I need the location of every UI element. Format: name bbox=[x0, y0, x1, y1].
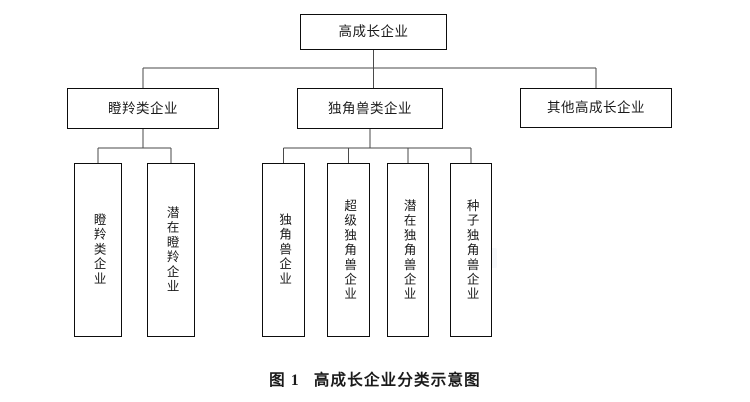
node-label: 种子独角兽企业 bbox=[464, 198, 479, 302]
node-label: 瞪羚类企业 bbox=[108, 100, 178, 116]
node-gazelle-category: 瞪羚类企业 bbox=[67, 88, 219, 129]
node-label: 超级独角兽企业 bbox=[342, 198, 357, 302]
figure-caption-number: 图 1 bbox=[269, 372, 300, 389]
node-label: 高成长企业 bbox=[338, 24, 409, 40]
node-label: 潜在瞪羚企业 bbox=[164, 205, 179, 295]
node-label: 其他高成长企业 bbox=[547, 100, 645, 116]
node-label: 潜在独角兽企业 bbox=[401, 198, 416, 302]
node-label: 瞪羚类企业 bbox=[91, 213, 106, 287]
node-potential-gazelle-enterprise: 潜在瞪羚企业 bbox=[147, 163, 195, 337]
node-label: 独角兽企业 bbox=[277, 213, 292, 287]
node-seed-unicorn-enterprise: 种子独角兽企业 bbox=[450, 163, 492, 337]
node-super-unicorn-enterprise: 超级独角兽企业 bbox=[327, 163, 370, 337]
node-unicorn-category: 独角兽类企业 bbox=[297, 88, 443, 129]
node-gazelle-enterprise: 瞪羚类企业 bbox=[74, 163, 122, 337]
node-potential-unicorn-enterprise: 潜在独角兽企业 bbox=[387, 163, 429, 337]
node-high-growth-enterprise: 高成长企业 bbox=[300, 14, 447, 50]
figure-caption-title: 高成长企业分类示意图 bbox=[313, 372, 481, 389]
node-other-high-growth: 其他高成长企业 bbox=[520, 88, 672, 128]
figure-caption: 图 1 高成长企业分类示意图 bbox=[0, 368, 750, 390]
node-label: 独角兽类企业 bbox=[328, 100, 412, 116]
node-unicorn-enterprise: 独角兽企业 bbox=[262, 163, 305, 337]
